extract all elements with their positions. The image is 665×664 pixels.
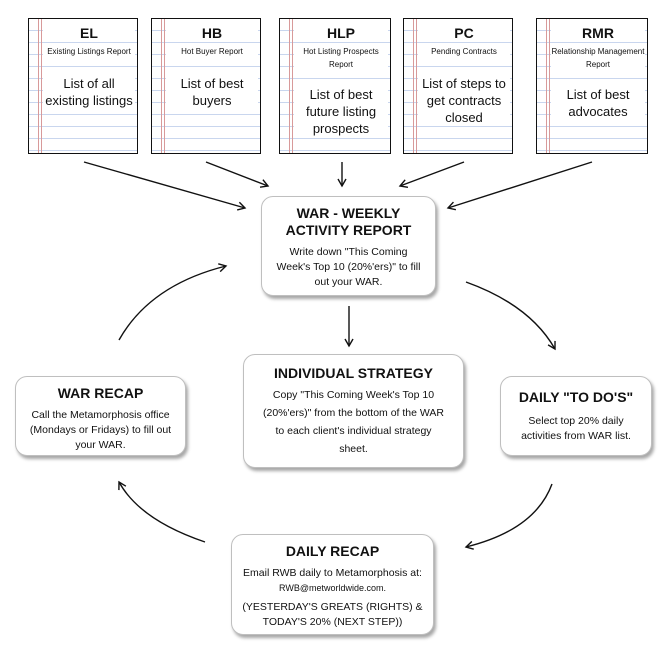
arrow-war-recap-to-war — [118, 263, 228, 341]
war-recap-body: Call the Metamorphosis office (Mondays o… — [29, 409, 172, 451]
war-body: Write down "This Coming Week's Top 10 (2… — [276, 246, 421, 288]
daily-recap-body: Email RWB daily to Metamorphosis at: RWB… — [232, 560, 433, 596]
report-name: Hot Buyer Report — [166, 45, 258, 58]
arrow-todos-to-daily-recap — [464, 483, 553, 550]
strategy-box: INDIVIDUAL STRATEGY Copy "This Coming We… — [243, 354, 464, 468]
arrow-rmr-to-war — [446, 161, 593, 211]
report-desc: List of steps to get contracts closed — [418, 75, 510, 126]
report-desc: List of best buyers — [166, 75, 258, 109]
daily-todos-box: DAILY "TO DO'S" Select top 20% daily act… — [500, 376, 652, 456]
report-name: Existing Listings Report — [43, 45, 135, 58]
daily-recap-title: DAILY RECAP — [285, 543, 380, 559]
report-code: HB — [166, 25, 258, 41]
war-recap-box: WAR RECAP Call the Metamorphosis office … — [15, 376, 186, 456]
arrow-hb-to-war — [205, 161, 270, 188]
daily-recap-text: Email RWB daily to Metamorphosis at: — [243, 567, 422, 579]
daily-todos-title: DAILY "TO DO'S" — [518, 389, 634, 405]
report-name: Hot Listing Prospects Report — [294, 45, 388, 71]
report-code: PC — [418, 25, 510, 41]
war-title: WAR - WEEKLY ACTIVITY REPORT — [285, 205, 412, 238]
report-pad-el: EL Existing Listings Report List of all … — [28, 18, 138, 154]
arrow-war-to-todos — [465, 281, 556, 351]
report-desc: List of all existing listings — [43, 75, 135, 109]
daily-todos-body: Select top 20% daily activities from WAR… — [521, 415, 631, 442]
report-name: Pending Contracts — [418, 45, 510, 58]
daily-recap-note: (YESTERDAY'S GREATS (RIGHTS) & TODAY'S 2… — [242, 601, 423, 628]
report-code: RMR — [551, 25, 645, 41]
report-name: Relationship Management Report — [551, 45, 645, 71]
strategy-title: INDIVIDUAL STRATEGY — [274, 365, 433, 381]
war-box: WAR - WEEKLY ACTIVITY REPORT Write down … — [261, 196, 436, 296]
report-pad-pc: PC Pending Contracts List of steps to ge… — [403, 18, 513, 154]
arrow-daily-recap-to-war-recap — [118, 480, 206, 543]
arrow-el-to-war — [83, 161, 247, 211]
daily-recap-email: RWB@metworldwide.com. — [279, 583, 386, 593]
report-desc: List of best advocates — [551, 86, 645, 120]
strategy-body: Copy "This Coming Week's Top 10 (20%'ers… — [263, 389, 444, 455]
report-pad-hlp: HLP Hot Listing Prospects Report List of… — [279, 18, 391, 154]
report-pad-rmr: RMR Relationship Management Report List … — [536, 18, 648, 154]
report-desc: List of best future listing prospects — [294, 86, 388, 137]
report-pad-hb: HB Hot Buyer Report List of best buyers — [151, 18, 261, 154]
war-recap-title: WAR RECAP — [57, 385, 144, 401]
report-code: EL — [43, 25, 135, 41]
report-code: HLP — [294, 25, 388, 41]
daily-recap-box: DAILY RECAP Email RWB daily to Metamorph… — [231, 534, 434, 635]
arrow-pc-to-war — [398, 161, 465, 188]
